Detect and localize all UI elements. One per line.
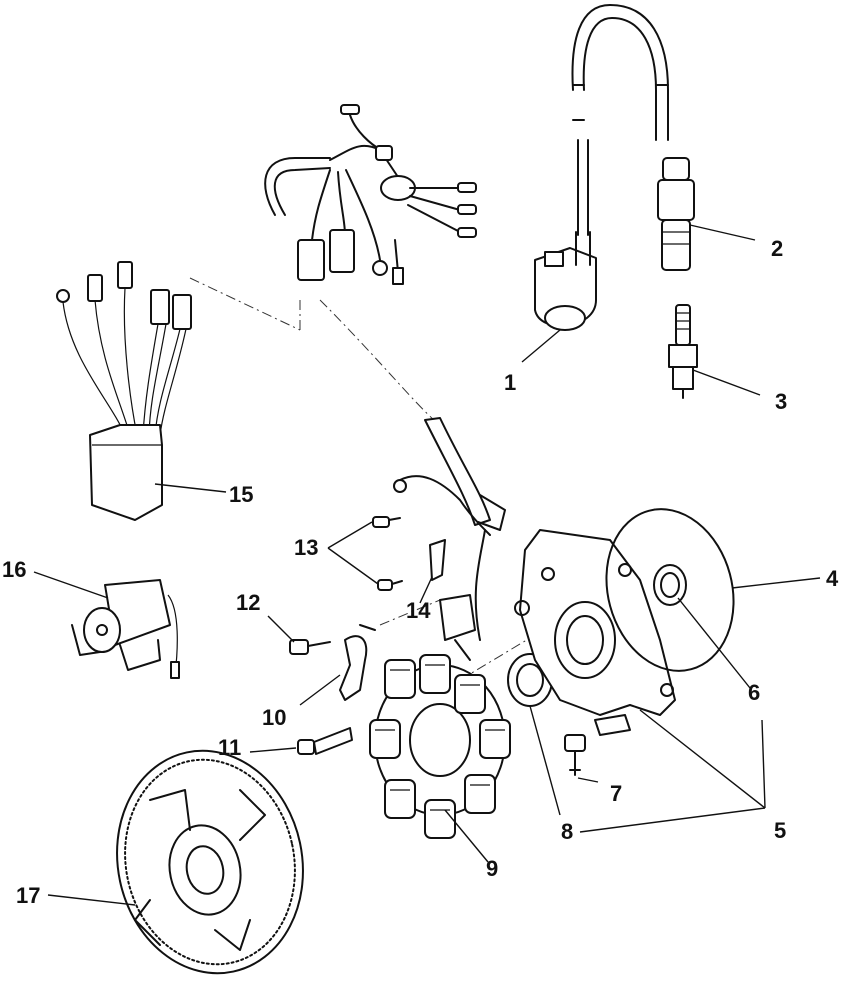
callout-2: 2	[771, 236, 783, 261]
callout-17: 17	[16, 883, 40, 908]
starter-solenoid	[71, 579, 180, 679]
screws-13	[372, 516, 403, 591]
leader-lines	[33, 224, 821, 906]
callout-8: 8	[561, 819, 573, 844]
bearing	[653, 564, 687, 606]
bolt-7	[564, 734, 586, 776]
callout-3: 3	[775, 389, 787, 414]
callout-13: 13	[294, 535, 318, 560]
wire-clamp	[339, 624, 376, 701]
sensor-bracket	[429, 539, 476, 661]
stator-lead	[393, 417, 506, 641]
spark-plug-wire	[571, 4, 669, 236]
callout-1: 1	[504, 370, 516, 395]
spark-plug-cap	[657, 157, 695, 271]
callout-numbers: 1 2 3 4 5 6 7 8 9 10 11 12 13 14 15 16 1…	[2, 236, 839, 908]
callout-14: 14	[406, 598, 431, 623]
callout-4: 4	[826, 566, 839, 591]
stator	[369, 654, 511, 839]
ignition-coil	[534, 231, 597, 331]
callout-15: 15	[229, 482, 253, 507]
spark-plug	[668, 304, 698, 399]
screw-12	[289, 639, 331, 655]
callout-12: 12	[236, 590, 260, 615]
callout-9: 9	[486, 856, 498, 881]
callout-6: 6	[748, 680, 760, 705]
voltage-regulator	[56, 261, 192, 521]
screw-11	[297, 727, 353, 755]
callout-11: 11	[218, 735, 241, 760]
callout-16: 16	[2, 557, 26, 582]
o-ring	[605, 508, 735, 672]
callout-7: 7	[610, 781, 622, 806]
callout-5: 5	[774, 818, 786, 843]
callout-10: 10	[262, 705, 286, 730]
assembly-guide-lines	[189, 277, 561, 681]
stator-housing	[514, 529, 676, 736]
wire-harness	[264, 104, 477, 285]
flywheel	[116, 749, 304, 975]
